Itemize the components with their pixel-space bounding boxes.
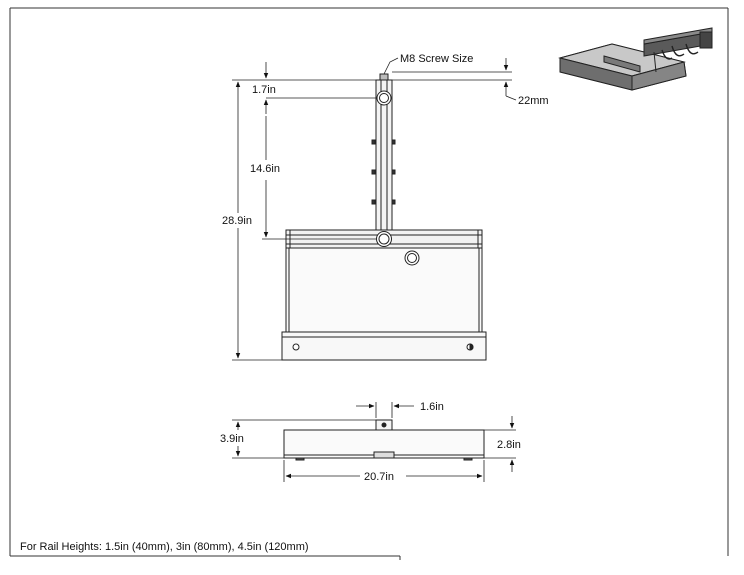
dim-total-height — [232, 79, 376, 361]
dim-top-label: 1.7in — [252, 84, 276, 96]
dim-total-height-label: 28.9in — [222, 215, 252, 227]
dim-offset — [392, 58, 517, 101]
offset-label: 22mm — [518, 95, 549, 107]
dim-post-label: 1.6in — [420, 401, 444, 413]
rail-heights-note: For Rail Heights: 1.5in (40mm), 3in (80m… — [20, 541, 309, 553]
side-view — [283, 419, 485, 461]
dim-top-gap — [263, 62, 376, 114]
dim-base-height — [484, 416, 516, 472]
isometric-preview — [558, 27, 713, 91]
dim-width-label: 20.7in — [364, 471, 394, 483]
dim-mid — [262, 116, 376, 240]
screw-callout — [383, 57, 399, 75]
dim-side-height — [232, 419, 376, 459]
dim-base-height-label: 2.8in — [497, 439, 521, 451]
sheet-border — [9, 7, 729, 560]
front-elevation — [281, 73, 487, 361]
dim-post-width — [356, 402, 414, 418]
dim-side-height-label: 3.9in — [220, 433, 244, 445]
screw-label: M8 Screw Size — [400, 53, 473, 65]
dim-width — [283, 460, 485, 482]
dim-mid-label: 14.6in — [250, 163, 280, 175]
